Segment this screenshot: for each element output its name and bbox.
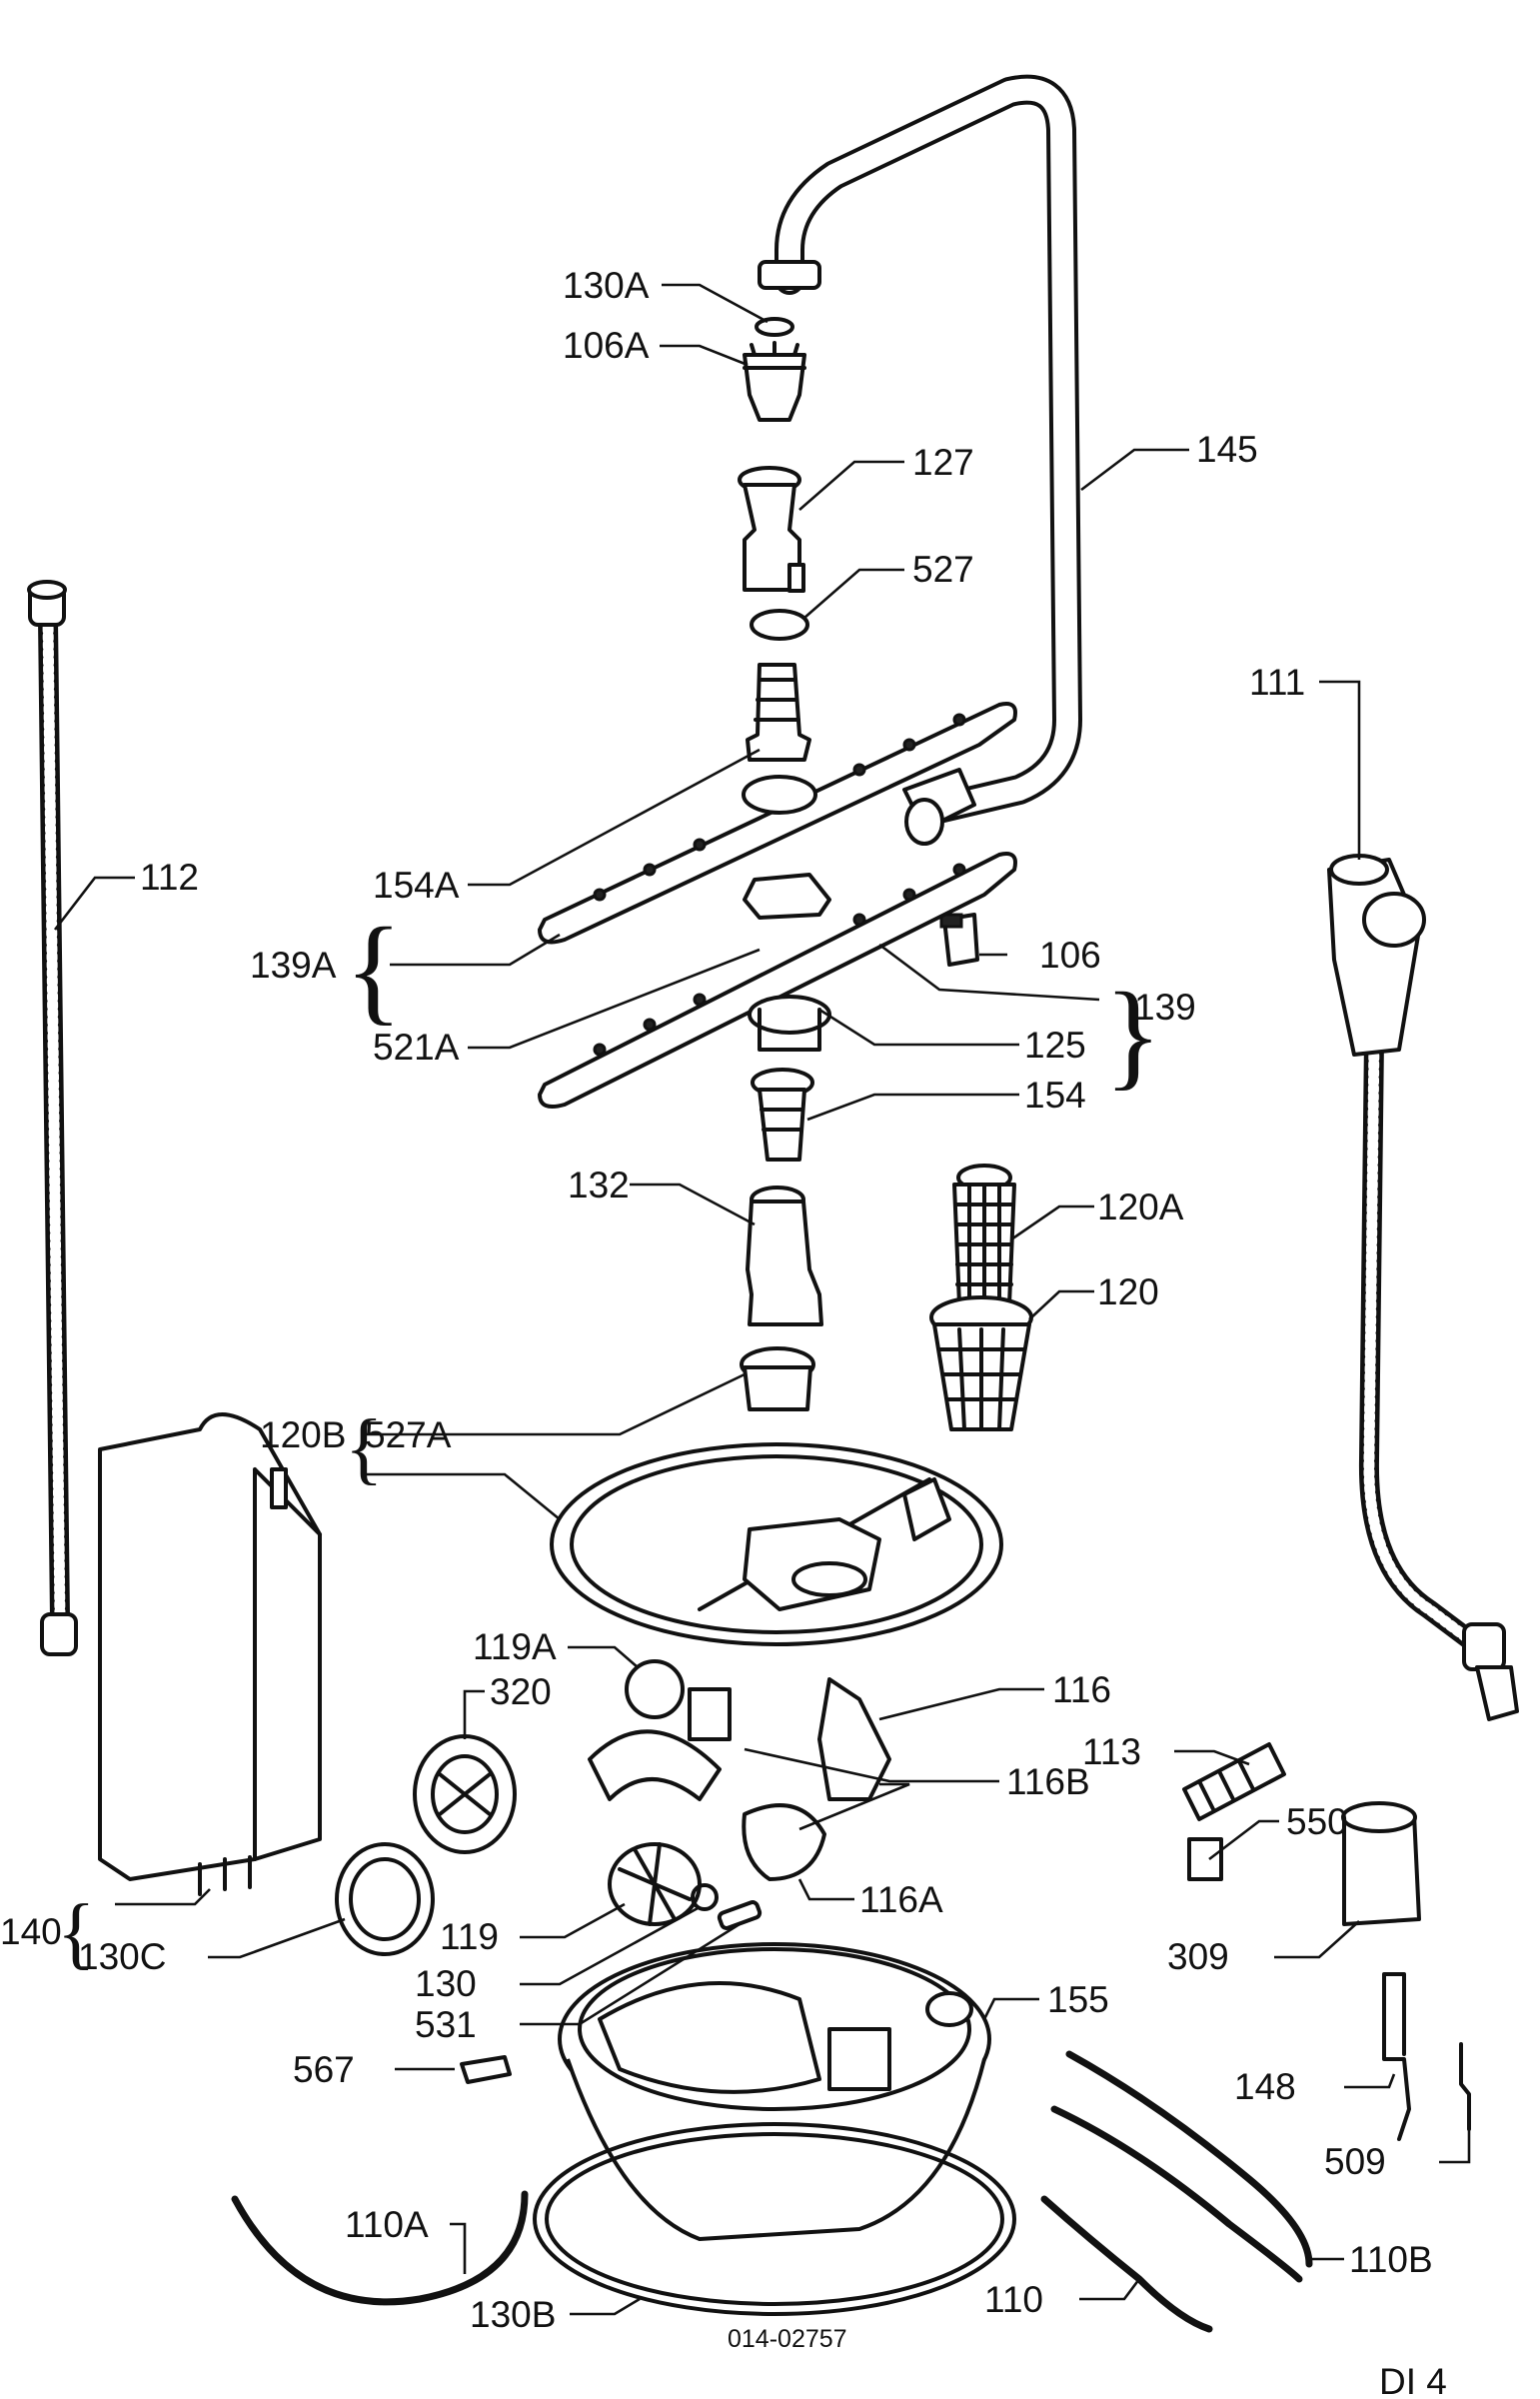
label-130B: 130B <box>470 2294 556 2335</box>
part-130B-gasket-inner <box>545 2132 1004 2306</box>
label-130: 130 <box>415 1963 477 2004</box>
brace-139: } <box>1104 968 1162 1101</box>
label-120: 120 <box>1097 1271 1159 1312</box>
part-120-coarse-filter <box>929 1295 1033 1431</box>
label-127: 127 <box>912 442 974 483</box>
label-116A: 116A <box>859 1879 943 1920</box>
label-567: 567 <box>293 2049 355 2090</box>
part-111-drain-hose <box>1327 854 1519 1721</box>
label-139: 139 <box>1134 987 1196 1028</box>
part-130B-gasket <box>533 2122 1016 2316</box>
label-120A: 120A <box>1097 1187 1184 1227</box>
part-154A-upper-spray-arm <box>538 663 1017 945</box>
part-320-pump-cover <box>413 1734 517 1854</box>
label-139A: 139A <box>250 945 337 986</box>
part-130-o-ring <box>691 1883 719 1911</box>
brace-139A: { <box>345 903 403 1036</box>
part-116-valve <box>817 1677 891 1801</box>
part-125-holder <box>743 873 831 920</box>
part-527A-collar <box>740 1346 815 1411</box>
label-110: 110 <box>984 2279 1043 2320</box>
part-106-clip <box>939 913 979 967</box>
part-116A-flap <box>742 1803 826 1881</box>
label-531: 531 <box>415 2004 477 2045</box>
part-140-water-softener <box>98 1412 322 1896</box>
label-309: 309 <box>1167 1936 1229 1977</box>
part-106A-nut <box>743 341 806 422</box>
label-119: 119 <box>440 1916 499 1957</box>
part-509-pin <box>1459 2042 1471 2131</box>
part-130C-seal <box>335 1842 435 1956</box>
label-110B: 110B <box>1349 2239 1433 2280</box>
part-112-inlet-hose <box>27 580 78 1656</box>
part-148-clip <box>1382 1972 1411 2141</box>
part-531-screw <box>717 1900 763 1930</box>
part-521A-lower-spray-arm <box>538 852 1017 1109</box>
part-110B-hose-2 <box>1050 2105 1303 2283</box>
label-509: 509 <box>1324 2141 1386 2182</box>
label-116: 116 <box>1052 1669 1111 1710</box>
label-154A: 154A <box>373 865 460 906</box>
label-112: 112 <box>140 857 199 898</box>
label-111: 111 <box>1249 662 1305 703</box>
part-116B-valve-body <box>588 1687 732 1801</box>
label-132: 132 <box>568 1165 630 1205</box>
label-521A: 521A <box>373 1027 460 1068</box>
label-145: 145 <box>1196 429 1258 470</box>
part-120B-filter-plate <box>550 1442 1003 1646</box>
part-110B-hose <box>1065 2050 1313 2268</box>
leader-lines <box>53 283 1471 2316</box>
part-527-ring <box>750 609 809 641</box>
part-110A-hose <box>231 2190 529 2306</box>
label-527: 527 <box>912 549 974 590</box>
label-154: 154 <box>1024 1075 1086 1116</box>
part-309-cap <box>1341 1801 1421 1926</box>
label-550: 550 <box>1286 1801 1348 1842</box>
part-127-connector <box>738 466 805 593</box>
label-106: 106 <box>1039 935 1101 976</box>
label-106A: 106A <box>563 325 650 366</box>
drawing-number: 014-02757 <box>728 2325 847 2353</box>
page-code: DI 4 <box>1379 2361 1447 2399</box>
brace-120B: { <box>345 1404 383 1492</box>
label-120B: 120B <box>260 1414 346 1455</box>
part-154-spindle <box>751 1068 814 1162</box>
part-567-cap <box>460 2055 512 2084</box>
label-140: 140 <box>0 1911 62 1952</box>
label-155: 155 <box>1047 1979 1109 2020</box>
label-130C: 130C <box>78 1936 166 1977</box>
part-130A-o-ring <box>755 317 794 337</box>
part-119A-wheel <box>625 1659 685 1719</box>
label-527A: 527A <box>365 1414 452 1455</box>
part-labels: 130A 106A 127 145 527 111 112 154A 139A … <box>0 265 1447 2399</box>
part-145-supply-tube <box>758 74 1082 846</box>
label-130A: 130A <box>563 265 650 306</box>
part-120A-fine-filter <box>952 1164 1016 1306</box>
part-119-impeller <box>608 1842 702 1926</box>
label-116B: 116B <box>1006 1761 1090 1802</box>
label-148: 148 <box>1234 2066 1296 2107</box>
label-320: 320 <box>490 1671 552 1712</box>
label-113: 113 <box>1082 1731 1141 1772</box>
brace-140: { <box>57 1889 95 1977</box>
label-119A: 119A <box>473 1626 557 1667</box>
part-155-sump <box>558 1942 991 2241</box>
part-110-hose <box>1040 2195 1213 2333</box>
part-132-sleeve <box>746 1186 823 1326</box>
part-550-block <box>1187 1837 1223 1881</box>
part-113-tube <box>1182 1742 1286 1821</box>
label-125: 125 <box>1024 1025 1086 1066</box>
label-110A: 110A <box>345 2204 429 2245</box>
